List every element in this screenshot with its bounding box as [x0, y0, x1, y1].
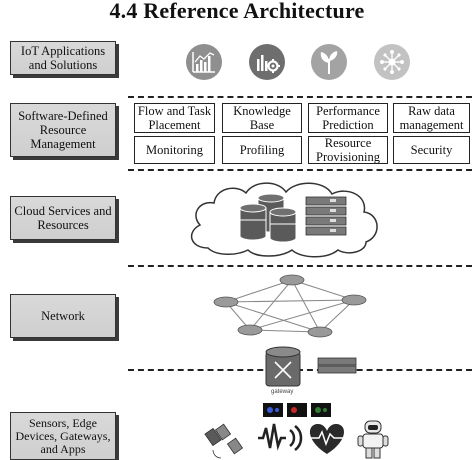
- heart-rate-icon: [309, 424, 345, 454]
- database-icon: [239, 193, 297, 243]
- server-rack-icon: [317, 357, 357, 374]
- layer-iot-applications: IoT Applications and Solutions: [10, 41, 116, 75]
- sdrm-flow-task-placement: Flow and Task Placement: [134, 103, 215, 133]
- separator-line: [128, 169, 472, 171]
- server-rack-icon: [305, 196, 347, 236]
- sensor-board-icon: [263, 403, 331, 417]
- signal-wave-icon: [258, 423, 303, 451]
- router-node-icon: [213, 274, 367, 338]
- network-hub-icon: [374, 44, 410, 80]
- sdrm-raw-data-management: Raw data management: [393, 103, 470, 133]
- layer-cloud-services: Cloud Services and Resources: [10, 196, 116, 240]
- sdrm-performance-prediction: Performance Prediction: [308, 103, 388, 133]
- analytics-gear-icon: [249, 44, 285, 80]
- layer-software-defined-resource-management: Software-Defined Resource Management: [10, 103, 116, 157]
- page-title: 4.4 Reference Architecture: [109, 0, 365, 23]
- sdrm-knowledge-base: Knowledge Base: [222, 103, 302, 133]
- robot-icon: [357, 420, 389, 459]
- sdrm-monitoring: Monitoring: [134, 136, 215, 164]
- plant-icon: [311, 44, 347, 80]
- sdrm-security: Security: [393, 136, 470, 164]
- separator-line: [128, 265, 472, 267]
- chart-icon: [186, 44, 222, 80]
- sdrm-resource-provisioning: Resource Provisioning: [308, 136, 388, 164]
- router-icon: [265, 346, 301, 387]
- separator-line: [128, 96, 472, 98]
- network-mesh: [225, 279, 355, 333]
- layer-sensors-edge: Sensors, Edge Devices, Gateways, and App…: [10, 412, 116, 460]
- satellite-icon: [204, 423, 244, 459]
- sdrm-profiling: Profiling: [222, 136, 302, 164]
- gateway-label: gateway: [271, 389, 294, 395]
- layer-network: Network: [10, 294, 116, 338]
